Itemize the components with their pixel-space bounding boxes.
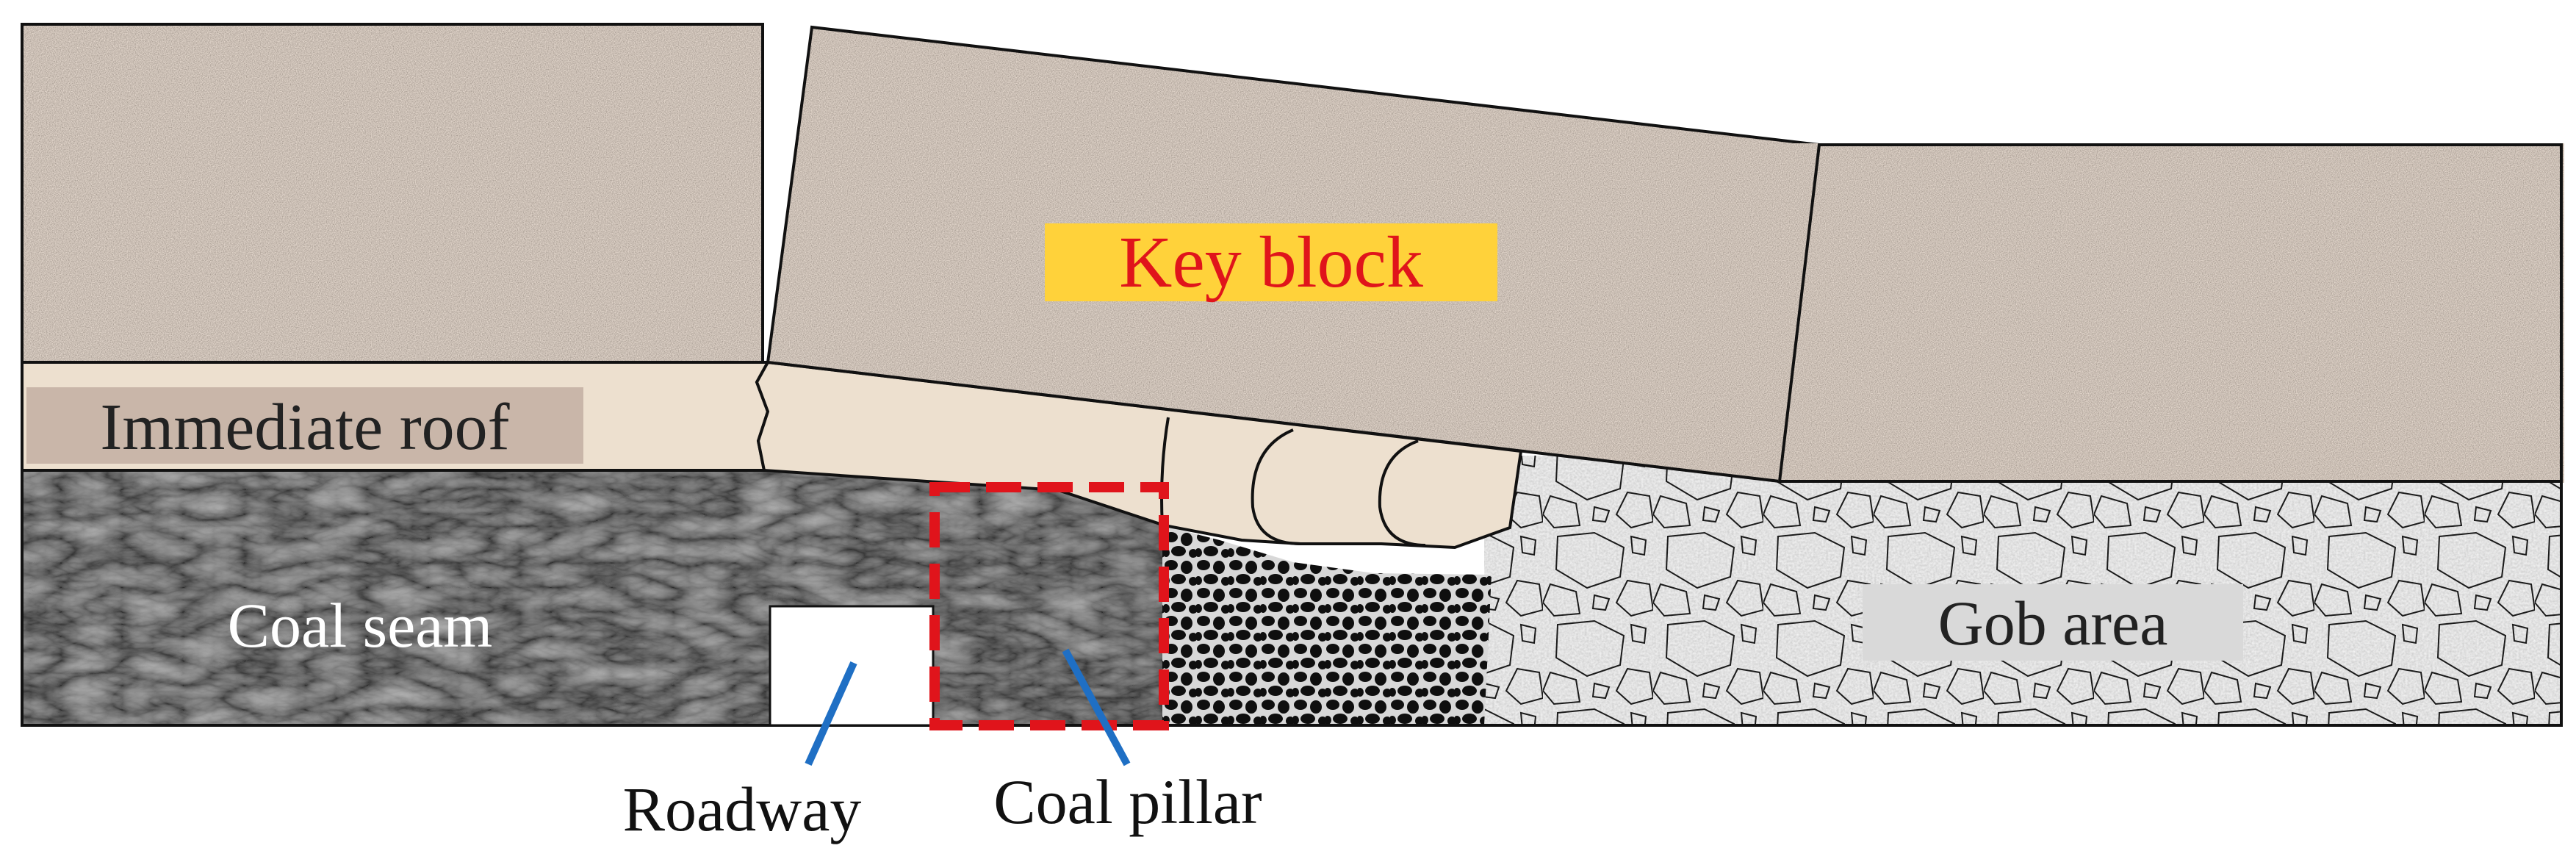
- immediate-roof-label-text: Immediate roof: [100, 391, 509, 464]
- coal-seam: [22, 470, 1168, 725]
- coal-pillar-label: Coal pillar: [993, 766, 1262, 837]
- roadway-leader-line: [805, 661, 857, 766]
- roadway: [769, 605, 935, 727]
- coal-pillar-outline: [929, 482, 1169, 730]
- left-rock-block: [21, 23, 764, 364]
- gob-area-label-text: Gob area: [1938, 588, 2168, 658]
- coal-seam-label: Coal seam: [228, 590, 493, 661]
- broken-coal: [1162, 525, 1492, 725]
- strata-outline: [21, 362, 2563, 727]
- coal-pillar-leader-line: [1062, 648, 1131, 766]
- key-block-label-text: Key block: [1119, 221, 1423, 303]
- key-block-label: Key block: [1045, 221, 1497, 303]
- gob-area-label: Gob area: [1863, 584, 2243, 661]
- right-rock-block: [1777, 143, 2564, 483]
- roadway-label: Roadway: [623, 774, 862, 844]
- immediate-roof-label: Immediate roof: [26, 387, 583, 464]
